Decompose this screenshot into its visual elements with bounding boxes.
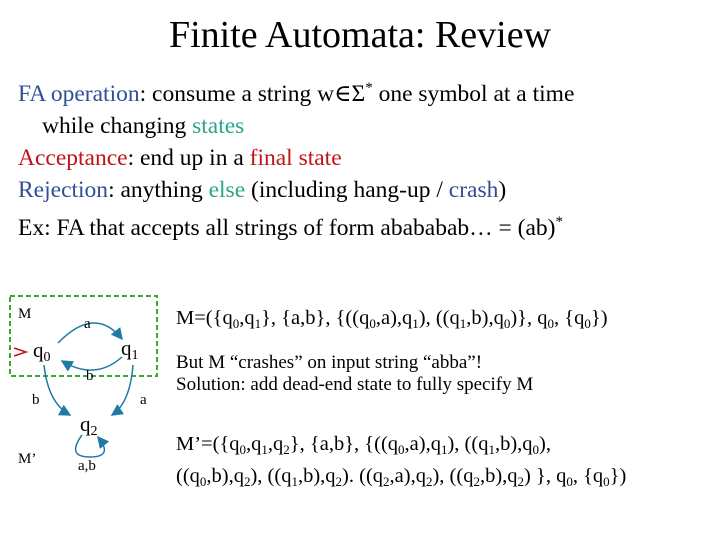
edge-q2-loop — [74, 434, 110, 458]
state-q2: q2 — [80, 412, 98, 439]
bullet-acceptance: Acceptance: end up in a final state — [18, 145, 342, 171]
edge-q0-q1-a — [57, 322, 123, 344]
edge-label-a-top: a — [84, 316, 91, 332]
edge-label-ab-loop: a,b — [78, 458, 96, 474]
bullet-list: FA operation: consume a string w∈Σ* one … — [18, 72, 708, 244]
definition-m-prime-line2: ((q0,b),q2), ((q1,b),q2). ((q2,a),q2), (… — [176, 465, 627, 489]
state-q1: q1 — [121, 336, 139, 363]
term-else: else — [208, 177, 246, 203]
term-acceptance: Acceptance — [18, 145, 128, 171]
machine-m-label: M — [18, 306, 32, 322]
automaton-diagram: M M’ q0 q1 q2 a b b a a,b — [0, 285, 170, 485]
edge-label-b-mid: b — [86, 368, 94, 384]
bullet-rejection: Rejection: anything else (including hang… — [18, 177, 507, 203]
start-arrow — [13, 347, 29, 357]
edge-q1-q0-b — [60, 356, 123, 372]
term-crash: crash — [448, 177, 499, 203]
crash-note-line: But M “crashes” on input string “abba”! — [176, 352, 483, 373]
bullet-fa-operation: FA operation: consume a string w∈Σ* one … — [18, 80, 575, 107]
crash-note: But M “crashes” on input string “abba”! … — [176, 352, 533, 396]
solution-note-line: Solution: add dead-end state to fully sp… — [176, 374, 534, 395]
definition-m-prime: M’=({q0,q1,q2}, {a,b}, {((q0,a),q1), ((q… — [176, 431, 626, 495]
machine-m-box — [9, 295, 158, 377]
definition-m-prime-line1: M’=({q0,q1,q2}, {a,b}, {((q0,a),q1), ((q… — [176, 433, 551, 457]
edge-q0-q2-b — [43, 364, 72, 416]
state-q0: q0 — [33, 338, 51, 365]
bullet-example: Ex: FA that accepts all strings of form … — [18, 214, 563, 241]
definition-m: M=({q0,q1}, {a,b}, {((q0,a),q1), ((q1,b)… — [176, 307, 608, 331]
slide-title: Finite Automata: Review — [168, 14, 552, 56]
term-final-state: final state — [249, 145, 342, 171]
term-states: states — [192, 113, 245, 139]
edge-label-a-right: a — [140, 392, 147, 408]
term-rejection: Rejection — [18, 177, 109, 203]
edge-label-b-left: b — [32, 392, 40, 408]
machine-m-prime-label: M’ — [18, 451, 37, 467]
bullet-fa-operation-cont: while changing states — [42, 113, 245, 139]
automaton-graphics — [9, 295, 158, 458]
term-fa-operation: FA operation — [18, 81, 140, 107]
edge-q1-q2-a — [110, 364, 134, 416]
